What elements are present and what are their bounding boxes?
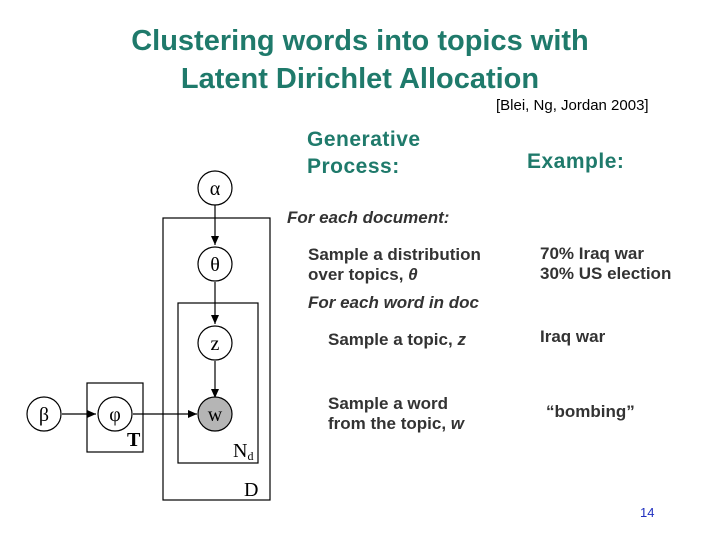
slide-number: 14 — [640, 505, 655, 520]
step-sample-word-line-2: from the topic, w — [328, 414, 465, 433]
node-beta: β — [26, 396, 62, 432]
step-sample-topic: Sample a topic, z — [328, 330, 466, 349]
example-distribution-line-2: 30% US election — [540, 264, 672, 283]
plate-D-label: D — [244, 479, 258, 501]
step-sample-word: Sample a word from the topic, w — [328, 394, 464, 434]
example-word: “bombing” — [546, 402, 635, 421]
example-distribution: 70% Iraq war 30% US election — [540, 244, 671, 284]
plate-D — [162, 217, 271, 501]
step-sample-word-line-1: Sample a word — [328, 394, 448, 413]
example-topic: Iraq war — [540, 327, 606, 346]
plate-Nd — [177, 302, 259, 464]
title-line-2: Latent Dirichlet Allocation — [180, 63, 540, 95]
node-w: w — [197, 396, 233, 432]
citation: [Blei, Ng, Jordan 2003] — [496, 97, 649, 114]
step-for-each-word: For each word in doc — [308, 293, 479, 312]
node-theta-label: θ — [210, 254, 220, 276]
node-alpha-label: α — [210, 178, 221, 200]
plate-T-label: T — [127, 429, 141, 451]
plate-Nd-label: Nd — [233, 440, 253, 463]
generative-heading-line-1: Generative — [307, 128, 421, 151]
step-sample-distribution-line-1: Sample a distribution — [308, 245, 481, 264]
node-z: z — [197, 325, 233, 361]
node-phi-label: φ — [109, 404, 121, 426]
step-for-each-document: For each document: — [287, 208, 450, 227]
node-w-label: w — [208, 404, 223, 426]
title-line-1: Clustering words into topics with — [131, 25, 589, 57]
plate-Nd-base: N — [233, 440, 247, 462]
plate-Nd-sub: d — [247, 449, 253, 463]
node-beta-label: β — [39, 404, 49, 426]
step-sample-distribution-line-2: over topics, θ — [308, 265, 418, 284]
node-alpha: α — [197, 170, 233, 206]
node-phi: φ — [97, 396, 133, 432]
example-distribution-line-1: 70% Iraq war — [540, 244, 644, 263]
node-theta: θ — [197, 246, 233, 282]
generative-heading-line-2: Process: — [307, 155, 400, 178]
step-sample-distribution: Sample a distribution over topics, θ — [308, 245, 481, 285]
slide-title: Clustering words into topics with Latent… — [0, 22, 720, 98]
example-heading: Example: — [527, 150, 625, 173]
node-z-label: z — [211, 333, 220, 355]
generative-process-heading: Generative Process: — [307, 126, 421, 180]
